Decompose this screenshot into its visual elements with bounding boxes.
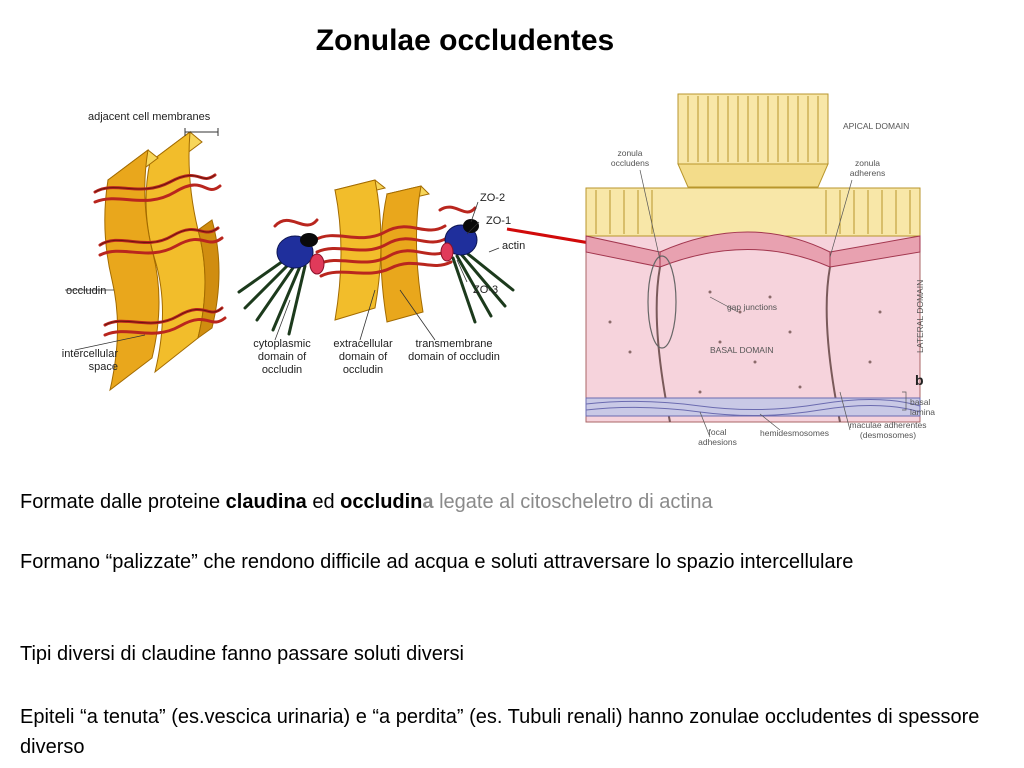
text-fragment: legate al citoscheletro di actina (433, 491, 713, 513)
label-adjacent-membranes: adjacent cell membranes (88, 111, 211, 123)
text-line-palizzate: Formano “palizzate” che rendono difficil… (20, 551, 854, 573)
epithelium-diagram (585, 93, 921, 438)
label-lateral-domain: LATERAL DOMAIN (915, 279, 925, 353)
label-zo2: ZO-2 (480, 192, 506, 204)
label-extracellular-domain: extracellular domain of occludin (333, 338, 393, 376)
label-intercellular-space: intercellular space (61, 348, 118, 373)
term-occludina: occludin (340, 491, 423, 513)
label-transmembrane-domain: transmembrane domain of occludin (408, 338, 500, 363)
label-zonula-adherens: zonula adherens (849, 158, 886, 178)
text-line-proteins: Formate dalle proteine claudina ed occlu… (20, 487, 713, 517)
label-maculae-adherentes: maculae adherentes (desmosomes) (849, 420, 927, 440)
page-title: Zonulae occludentes (315, 24, 615, 57)
label-focal-adhesions: focal adhesions (698, 427, 737, 447)
label-gap-junctions: gap junctions (726, 302, 778, 312)
junction-highlight (647, 255, 677, 349)
label-actin: actin (502, 240, 526, 252)
label-zo3: ZO-3 (473, 284, 499, 296)
label-zo1: ZO-1 (486, 215, 512, 227)
label-basal-lamina: basal lamina (910, 397, 936, 417)
label-basal-domain: BASAL DOMAIN (710, 345, 774, 355)
label-figure-b: b (915, 372, 924, 388)
label-zonula-occludens: zonula occludens (610, 148, 650, 168)
occludin-loops (273, 205, 477, 278)
label-occludin: occludin (66, 285, 107, 297)
term-occludina-end: a (422, 491, 434, 513)
label-cytoplasmic-domain: cytoplasmic domain of occludin (253, 338, 311, 376)
membrane-diagram-left (65, 128, 227, 392)
text-line-claudine: Tipi diversi di claudine fanno passare s… (20, 643, 464, 665)
text-fragment: Formate dalle proteine (20, 491, 226, 513)
text-line-epiteli: Epiteli “a tenuta” (es.vescica urinaria)… (20, 706, 980, 758)
label-hemidesmosomes: hemidesmosomes (760, 428, 829, 438)
label-apical-domain: APICAL DOMAIN (843, 121, 910, 131)
text-fragment: ed (306, 491, 341, 513)
actin-fibers-right (451, 248, 515, 324)
term-claudina: claudina (225, 491, 307, 513)
occludin-domain-diagram (237, 179, 515, 341)
